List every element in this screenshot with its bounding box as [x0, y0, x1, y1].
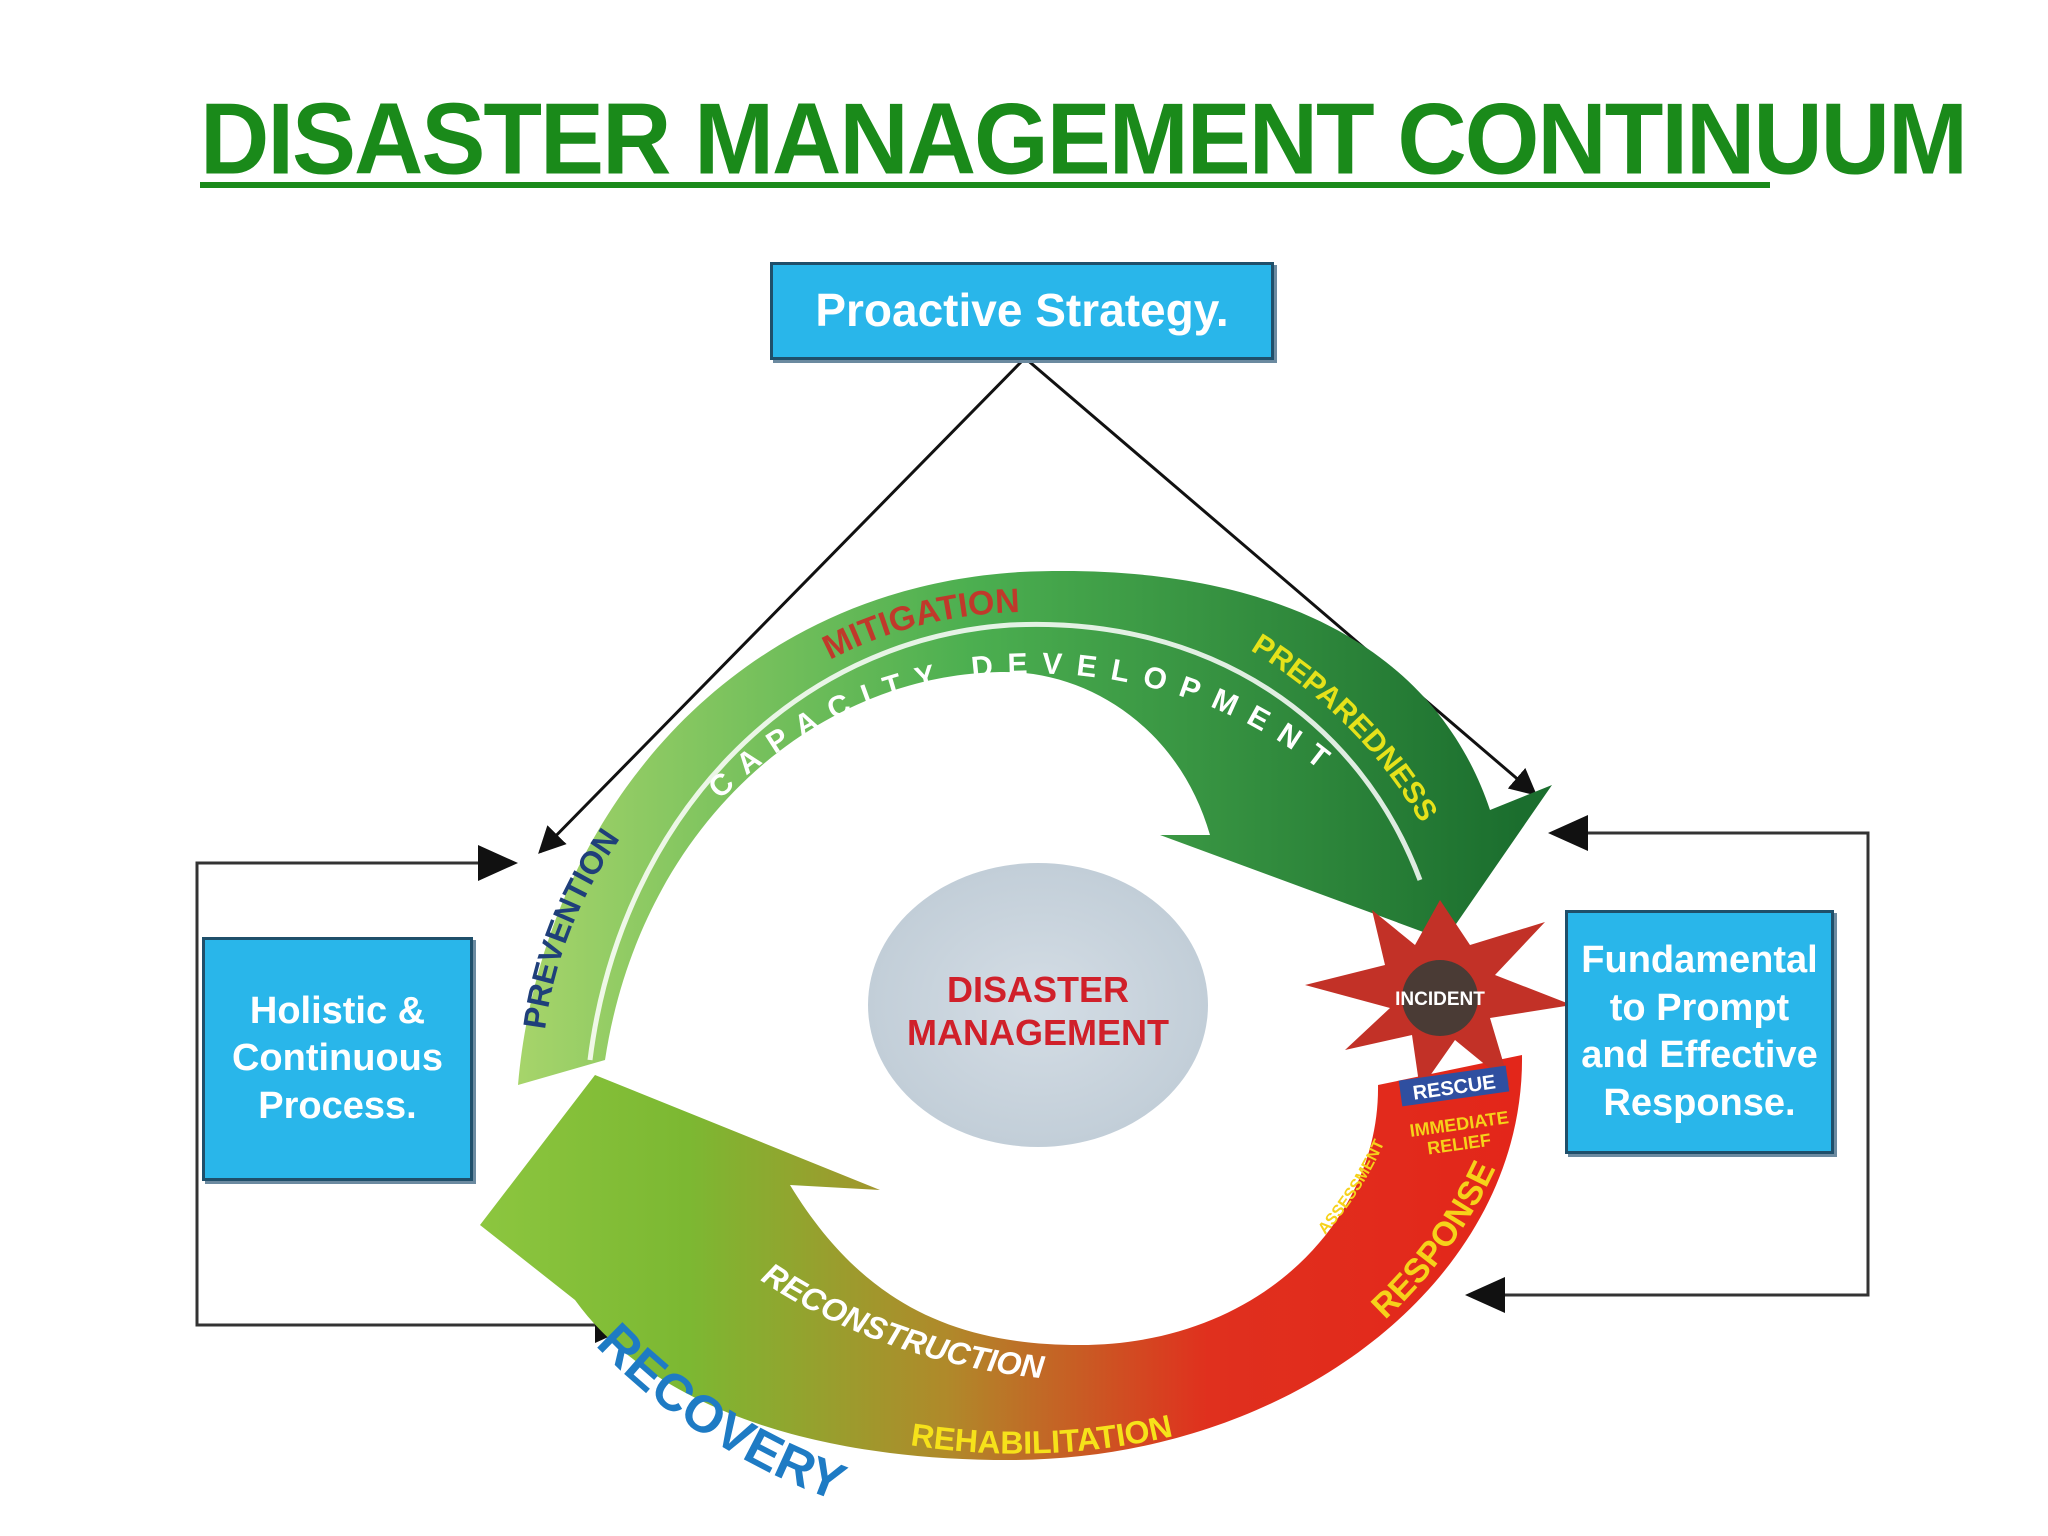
- incident-label: INCIDENT: [1395, 989, 1485, 1010]
- top-green-arrow: [518, 571, 1552, 1085]
- fundamental-arrow-bottom: [1465, 1277, 1505, 1313]
- bottom-red-arrow: [480, 1055, 1523, 1460]
- page-title: DISASTER MANAGEMENT CONTINUUM: [200, 83, 1968, 196]
- incident-core: [1402, 960, 1478, 1036]
- rescue-badge: [1398, 1065, 1510, 1107]
- center-label-line2: MANAGEMENT: [907, 1012, 1169, 1053]
- holistic-arrow-top: [478, 845, 518, 881]
- proactive-connector-left: [538, 356, 1027, 854]
- holistic-process-box: Holistic & Continuous Process.: [202, 937, 473, 1181]
- top-arrow-highlight: [587, 621, 1423, 1061]
- holistic-loop-line: [195, 861, 608, 1327]
- fundamental-arrow-top: [1548, 815, 1588, 851]
- center-ellipse: [868, 863, 1208, 1147]
- fundamental-response-box: Fundamental to Prompt and Effective Resp…: [1565, 910, 1834, 1154]
- proactive-strategy-box: Proactive Strategy.: [770, 262, 1274, 360]
- fundamental-loop-line: [1490, 831, 1870, 1297]
- proactive-connector-right: [1024, 356, 1538, 796]
- title-underline: [200, 182, 1770, 188]
- center-label-line1: DISASTER: [947, 969, 1129, 1010]
